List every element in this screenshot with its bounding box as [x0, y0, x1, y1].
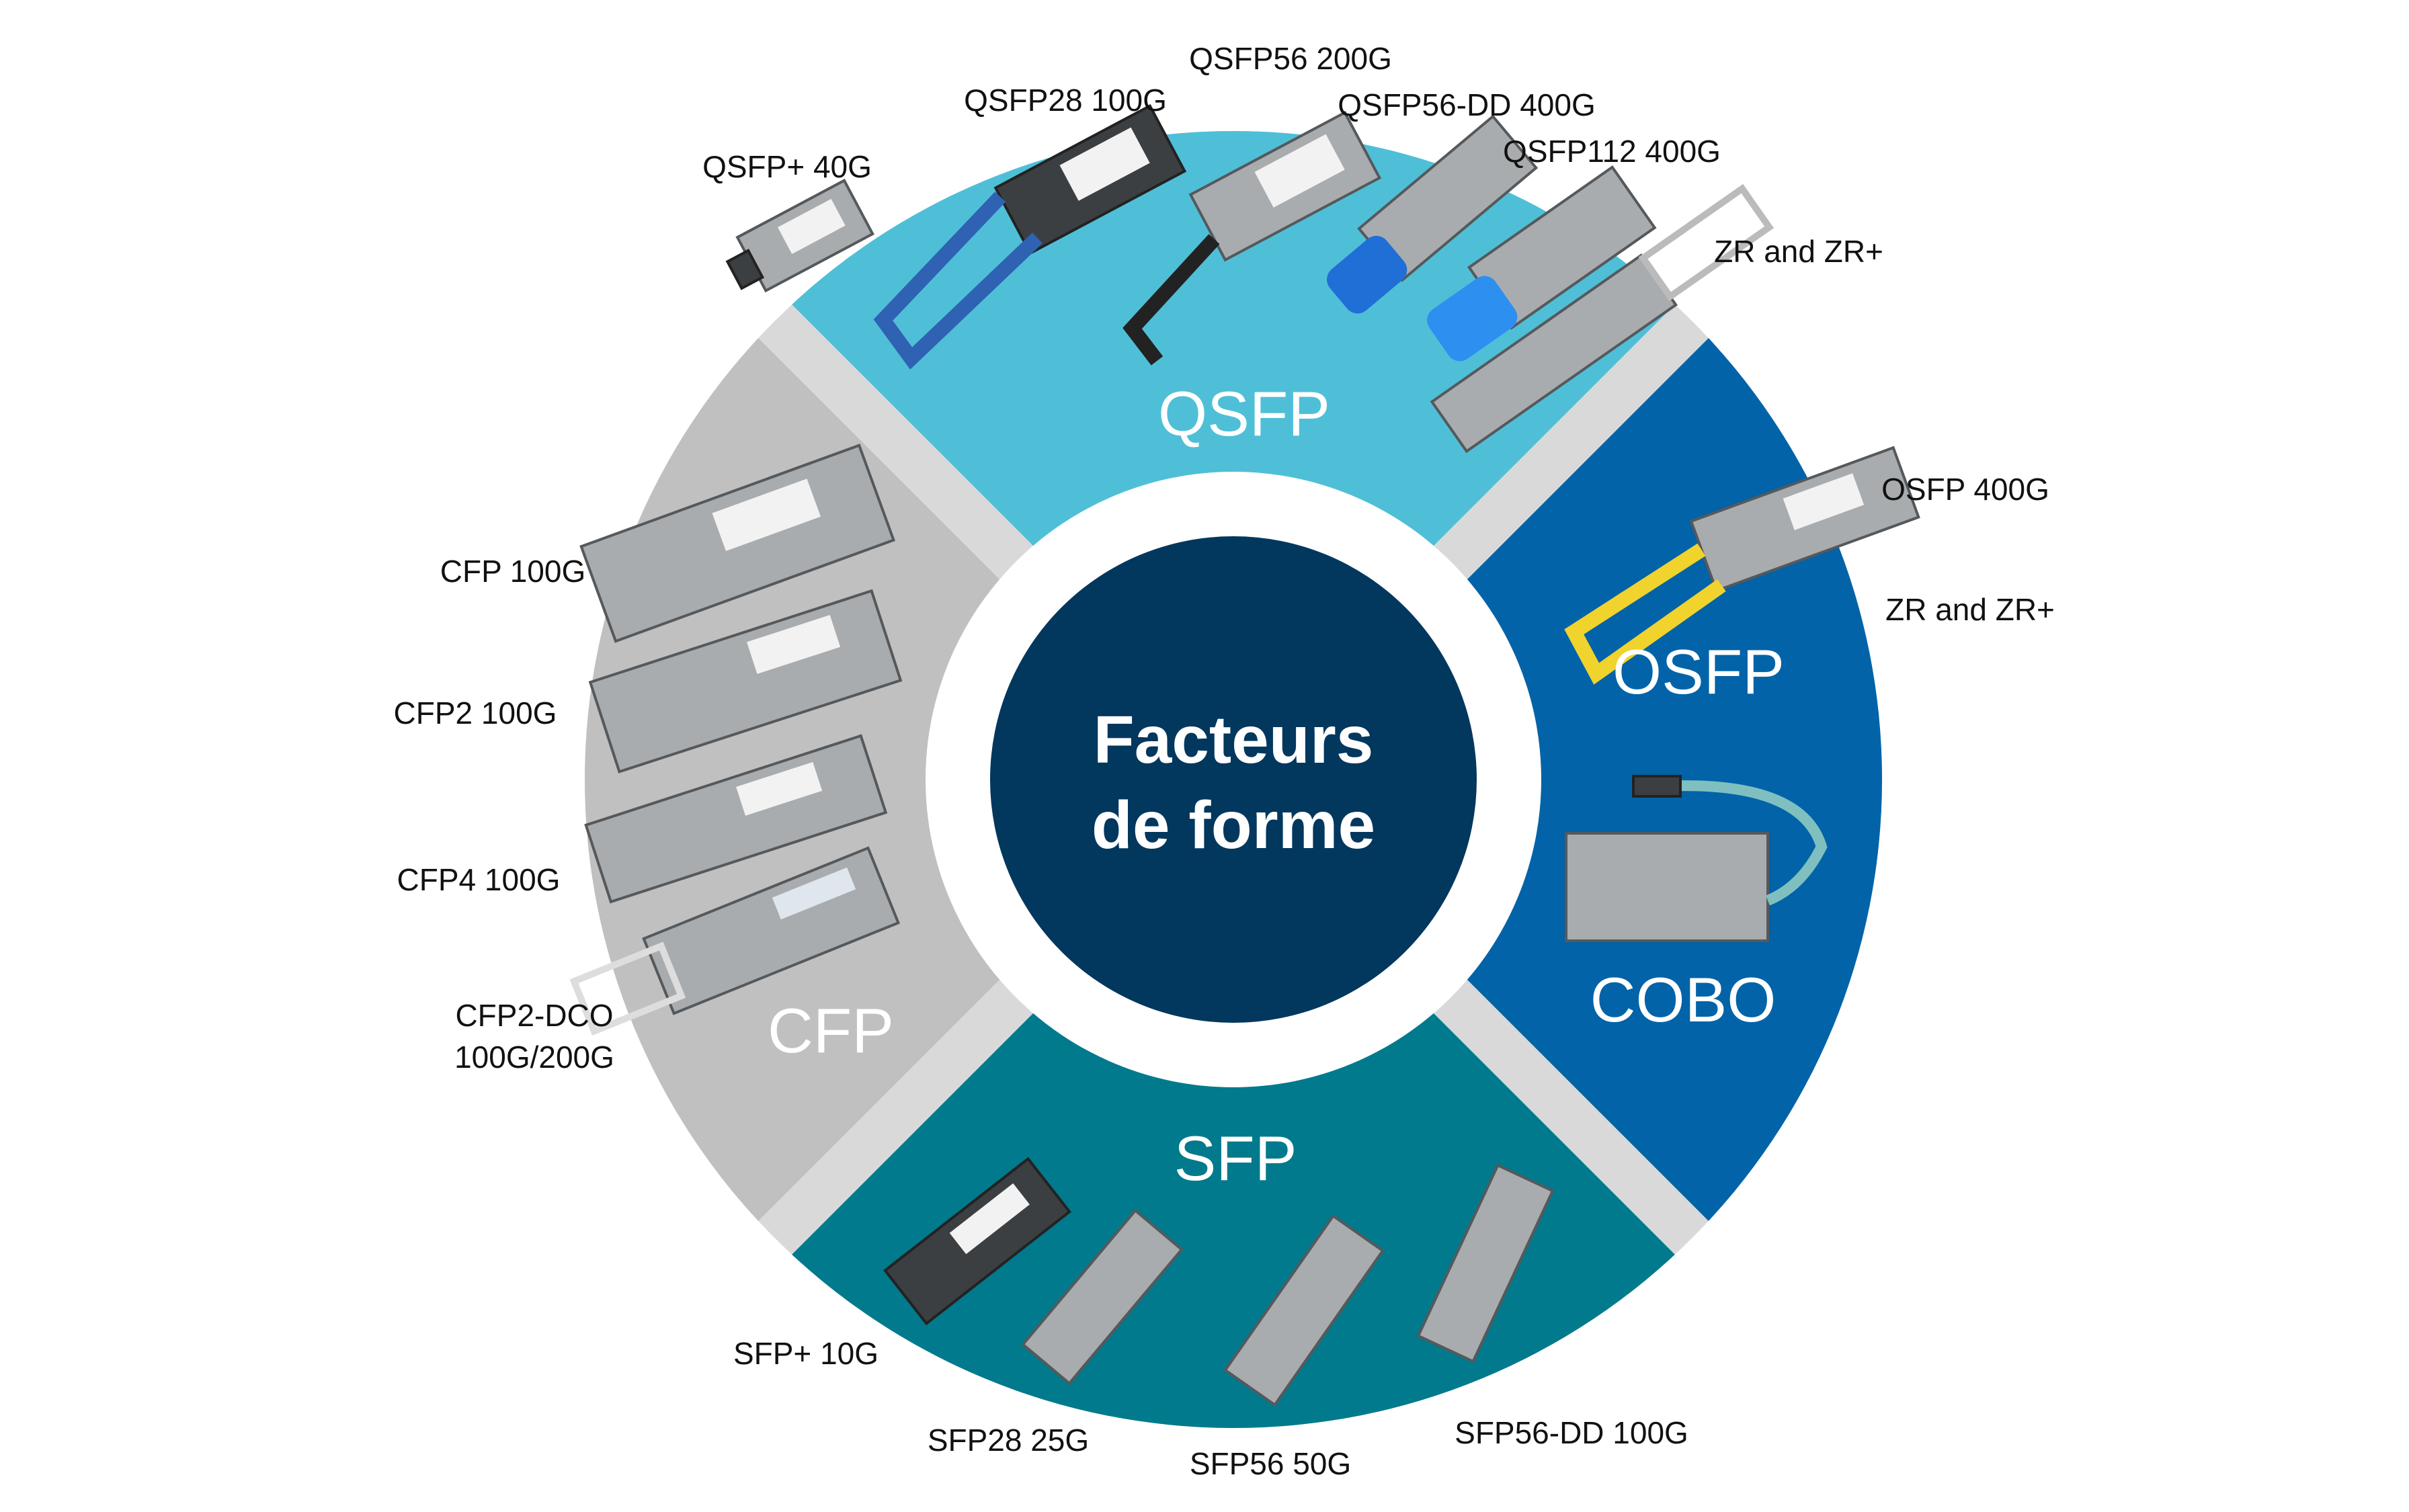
module-label: QSFP112 400G: [1503, 134, 1721, 169]
module-label: ZR and ZR+: [1714, 234, 1883, 269]
segment-title-cfp: CFP: [768, 995, 894, 1066]
center-circle: [990, 536, 1477, 1023]
sfp56-dd-image: [1416, 1163, 1555, 1363]
module-label: SFP28 25G: [928, 1423, 1089, 1458]
module-label: QSFP56-DD 400G: [1338, 87, 1595, 122]
osfp-image: [1564, 446, 1920, 685]
module-label: CFP 100G: [440, 554, 585, 589]
cfp-image: [579, 444, 896, 643]
module-label: SFP56 50G: [1190, 1446, 1351, 1481]
module-label: SFP+ 10G: [733, 1336, 879, 1371]
cfp4-image: [584, 734, 888, 904]
module-label: QSFP28 100G: [964, 83, 1167, 118]
module-label: CFP2-DCO: [455, 998, 613, 1033]
module-label: CFP2 100G: [394, 696, 557, 730]
module-label: OSFP 400G: [1881, 472, 2049, 507]
module-label: 100G/200G: [454, 1040, 614, 1075]
qsfp56-dd-image: [1326, 114, 1539, 314]
zr-qsfp-image: [1430, 183, 1774, 454]
module-label: CFP4 100G: [397, 862, 561, 897]
segment-title-sfp: SFP: [1174, 1123, 1297, 1193]
module-label: SFP56-DD 100G: [1455, 1415, 1688, 1450]
transceiver-images: [569, 103, 1920, 1407]
segment-title-cobo: COBO: [1590, 964, 1777, 1035]
center-title-line2: de forme: [1092, 788, 1375, 863]
module-label: QSFP56 200G: [1189, 41, 1392, 76]
segment-osfp: [1267, 131, 1882, 1428]
segment-title-osfp: OSFP: [1612, 636, 1785, 707]
module-label: QSFP+ 40G: [702, 149, 872, 184]
cfp2-dco-image: [569, 846, 901, 1036]
segment-title-qsfp: QSFP: [1158, 378, 1330, 449]
center-title-line1: Facteurs: [1094, 702, 1374, 778]
sfp-plus-image: [883, 1157, 1071, 1326]
sfp56-image: [1223, 1214, 1385, 1407]
qsfp56-image: [1122, 110, 1382, 366]
sfp28-image: [1021, 1208, 1184, 1386]
qsfp-plus-image: [725, 178, 874, 293]
qsfp112-image: [1427, 165, 1657, 362]
cfp2-image: [588, 589, 903, 773]
cobo-image: [1565, 775, 1828, 942]
qsfp28-image: [873, 103, 1187, 370]
module-label: ZR and ZR+: [1885, 592, 2055, 627]
